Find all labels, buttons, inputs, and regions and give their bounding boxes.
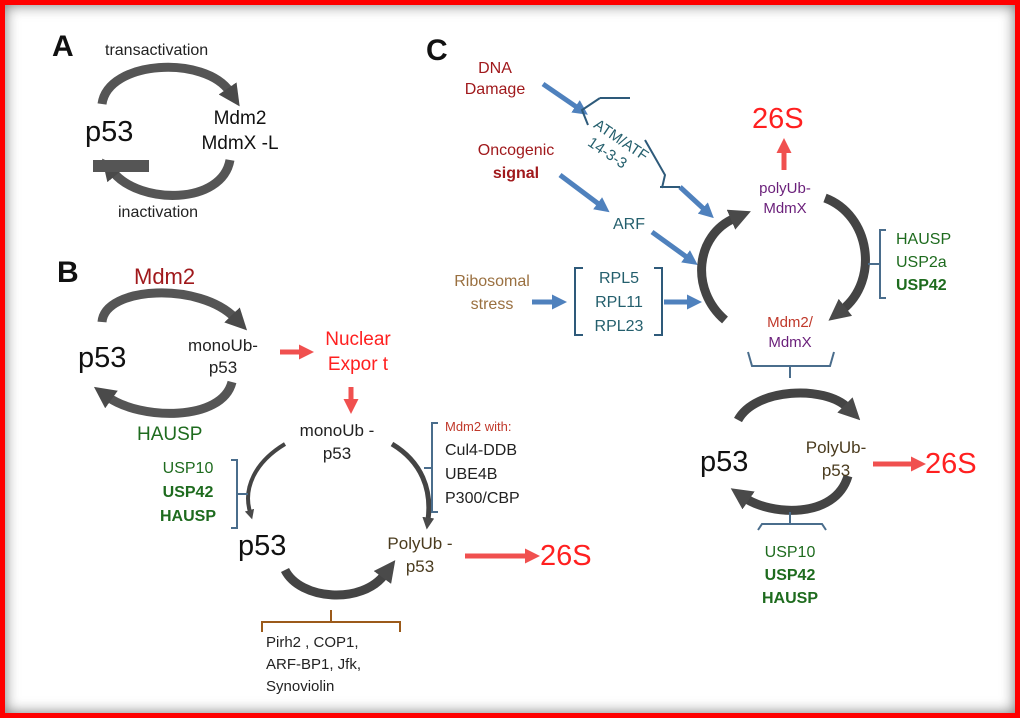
c-oncogenic-line2: signal: [492, 165, 540, 182]
b-partner-item: UBE4B: [445, 466, 498, 483]
c-mdm2-bracket: [747, 351, 835, 378]
c-polyub-mdmx-line1: polyUb-: [759, 180, 811, 197]
b-bottom-cycle-arrow: [280, 560, 396, 600]
b-partner-item: P300/CBP: [445, 490, 520, 507]
a-inhibition-bar: [93, 160, 149, 172]
c-dna-line1: DNA: [478, 60, 512, 77]
b-26s: 26S: [540, 540, 592, 572]
c-atm-arrow: [678, 185, 714, 219]
b-polyub-line2: p53: [405, 557, 435, 576]
c-atm-bracket: [580, 97, 680, 189]
b-nuc-monoub-line2: p53: [322, 444, 352, 463]
b-e3-item: Synoviolin: [266, 678, 335, 695]
c-mdm2-mdmx-line1: Mdm2/: [767, 314, 813, 331]
b-dub-item: USP10: [162, 460, 214, 477]
c-dna-arrow: [541, 81, 588, 115]
b-polyub-line1: PolyUb -: [387, 534, 453, 553]
a-p53: p53: [85, 116, 134, 148]
b-dub-item: HAUSP: [159, 508, 216, 525]
c-polyub-p53-line2: p53: [821, 461, 851, 480]
a-mdm2: Mdm2: [213, 108, 267, 129]
a-inactivation-arrow: [102, 158, 235, 200]
b-e3-bracket: [261, 610, 401, 632]
c-right-cycle-arrow: [823, 193, 870, 321]
c-rpl-bracket: [574, 267, 663, 336]
b-mdm2-with: Mdm2 with:: [445, 419, 512, 434]
c-ribosomal-line1: Ribosomal: [454, 273, 530, 290]
c-dub-right-item: USP2a: [896, 254, 947, 271]
b-hausp-arrow: [93, 380, 237, 418]
c-polyub-mdmx-line2: MdmX: [763, 200, 807, 217]
panel-b-letter: B: [57, 256, 79, 289]
c-oncogenic-line1: Oncogenic: [477, 142, 555, 159]
c-dub-bottom-item: HAUSP: [761, 590, 818, 607]
b-nuclear-line2: Expor t: [327, 354, 389, 375]
c-26s-right: 26S: [925, 448, 977, 480]
c-arf-arrow: [650, 229, 698, 266]
b-monoub-line1: monoUb-: [188, 336, 258, 355]
b-dub-item: USP42: [162, 484, 214, 501]
b-left-cycle-arrow: [244, 442, 287, 520]
a-mdmx-l: MdmX -L: [201, 133, 279, 154]
c-mdm2-mdmx-line2: MdmX: [768, 334, 812, 351]
c-ribosomal-line2: stress: [470, 296, 514, 313]
panel-c-letter: C: [426, 34, 448, 67]
b-partner-item: Cul4-DDB: [445, 442, 518, 459]
b-mdm2-partner-bracket: [424, 422, 438, 513]
b-mdm2-arrow: [97, 288, 248, 331]
c-left-cycle-arrow: [697, 209, 751, 324]
b-nuclear-line1: Nuclear: [325, 329, 391, 350]
b-mdm2: Mdm2: [134, 264, 196, 289]
c-dna-line2: Damage: [464, 81, 526, 98]
c-dub-right-bracket: [868, 229, 886, 299]
a-transactivation-label: transactivation: [105, 42, 209, 59]
c-rpl-item: RPL5: [598, 270, 640, 287]
b-dub-bracket: [231, 459, 248, 529]
c-rpl-item: RPL11: [595, 294, 643, 311]
b-e3-item: Pirh2 , COP1,: [266, 634, 359, 651]
c-dub-right-item: HAUSP: [896, 231, 952, 248]
c-oncogenic-arrow: [558, 173, 610, 213]
c-p53: p53: [700, 446, 749, 478]
b-nuc-monoub-line1: monoUb -: [299, 421, 375, 440]
c-dub-bottom-bracket: [757, 512, 827, 531]
b-p53-top: p53: [78, 342, 127, 374]
a-transactivation-arrow: [97, 62, 240, 107]
c-bottom-cycle-arrow: [730, 474, 853, 515]
c-dub-bottom-item: USP10: [764, 544, 816, 561]
c-26s-top: 26S: [752, 103, 804, 135]
c-dub-right-item: USP42: [896, 277, 947, 294]
c-top-cycle-arrow: [734, 388, 861, 423]
panel-a-letter: A: [52, 30, 74, 63]
c-polyub-p53-line1: PolyUb-: [805, 438, 867, 457]
c-dub-bottom-item: USP42: [764, 567, 816, 584]
c-rpl-item: RPL23: [594, 318, 644, 335]
a-inactivation-label: inactivation: [118, 204, 199, 221]
b-hausp: HAUSP: [137, 424, 203, 445]
c-arf: ARF: [613, 216, 645, 233]
b-p53-bottom: p53: [238, 530, 287, 562]
b-right-cycle-arrow: [390, 441, 435, 530]
b-monoub-line2: p53: [208, 358, 238, 377]
b-e3-item: ARF-BP1, Jfk,: [266, 656, 362, 673]
